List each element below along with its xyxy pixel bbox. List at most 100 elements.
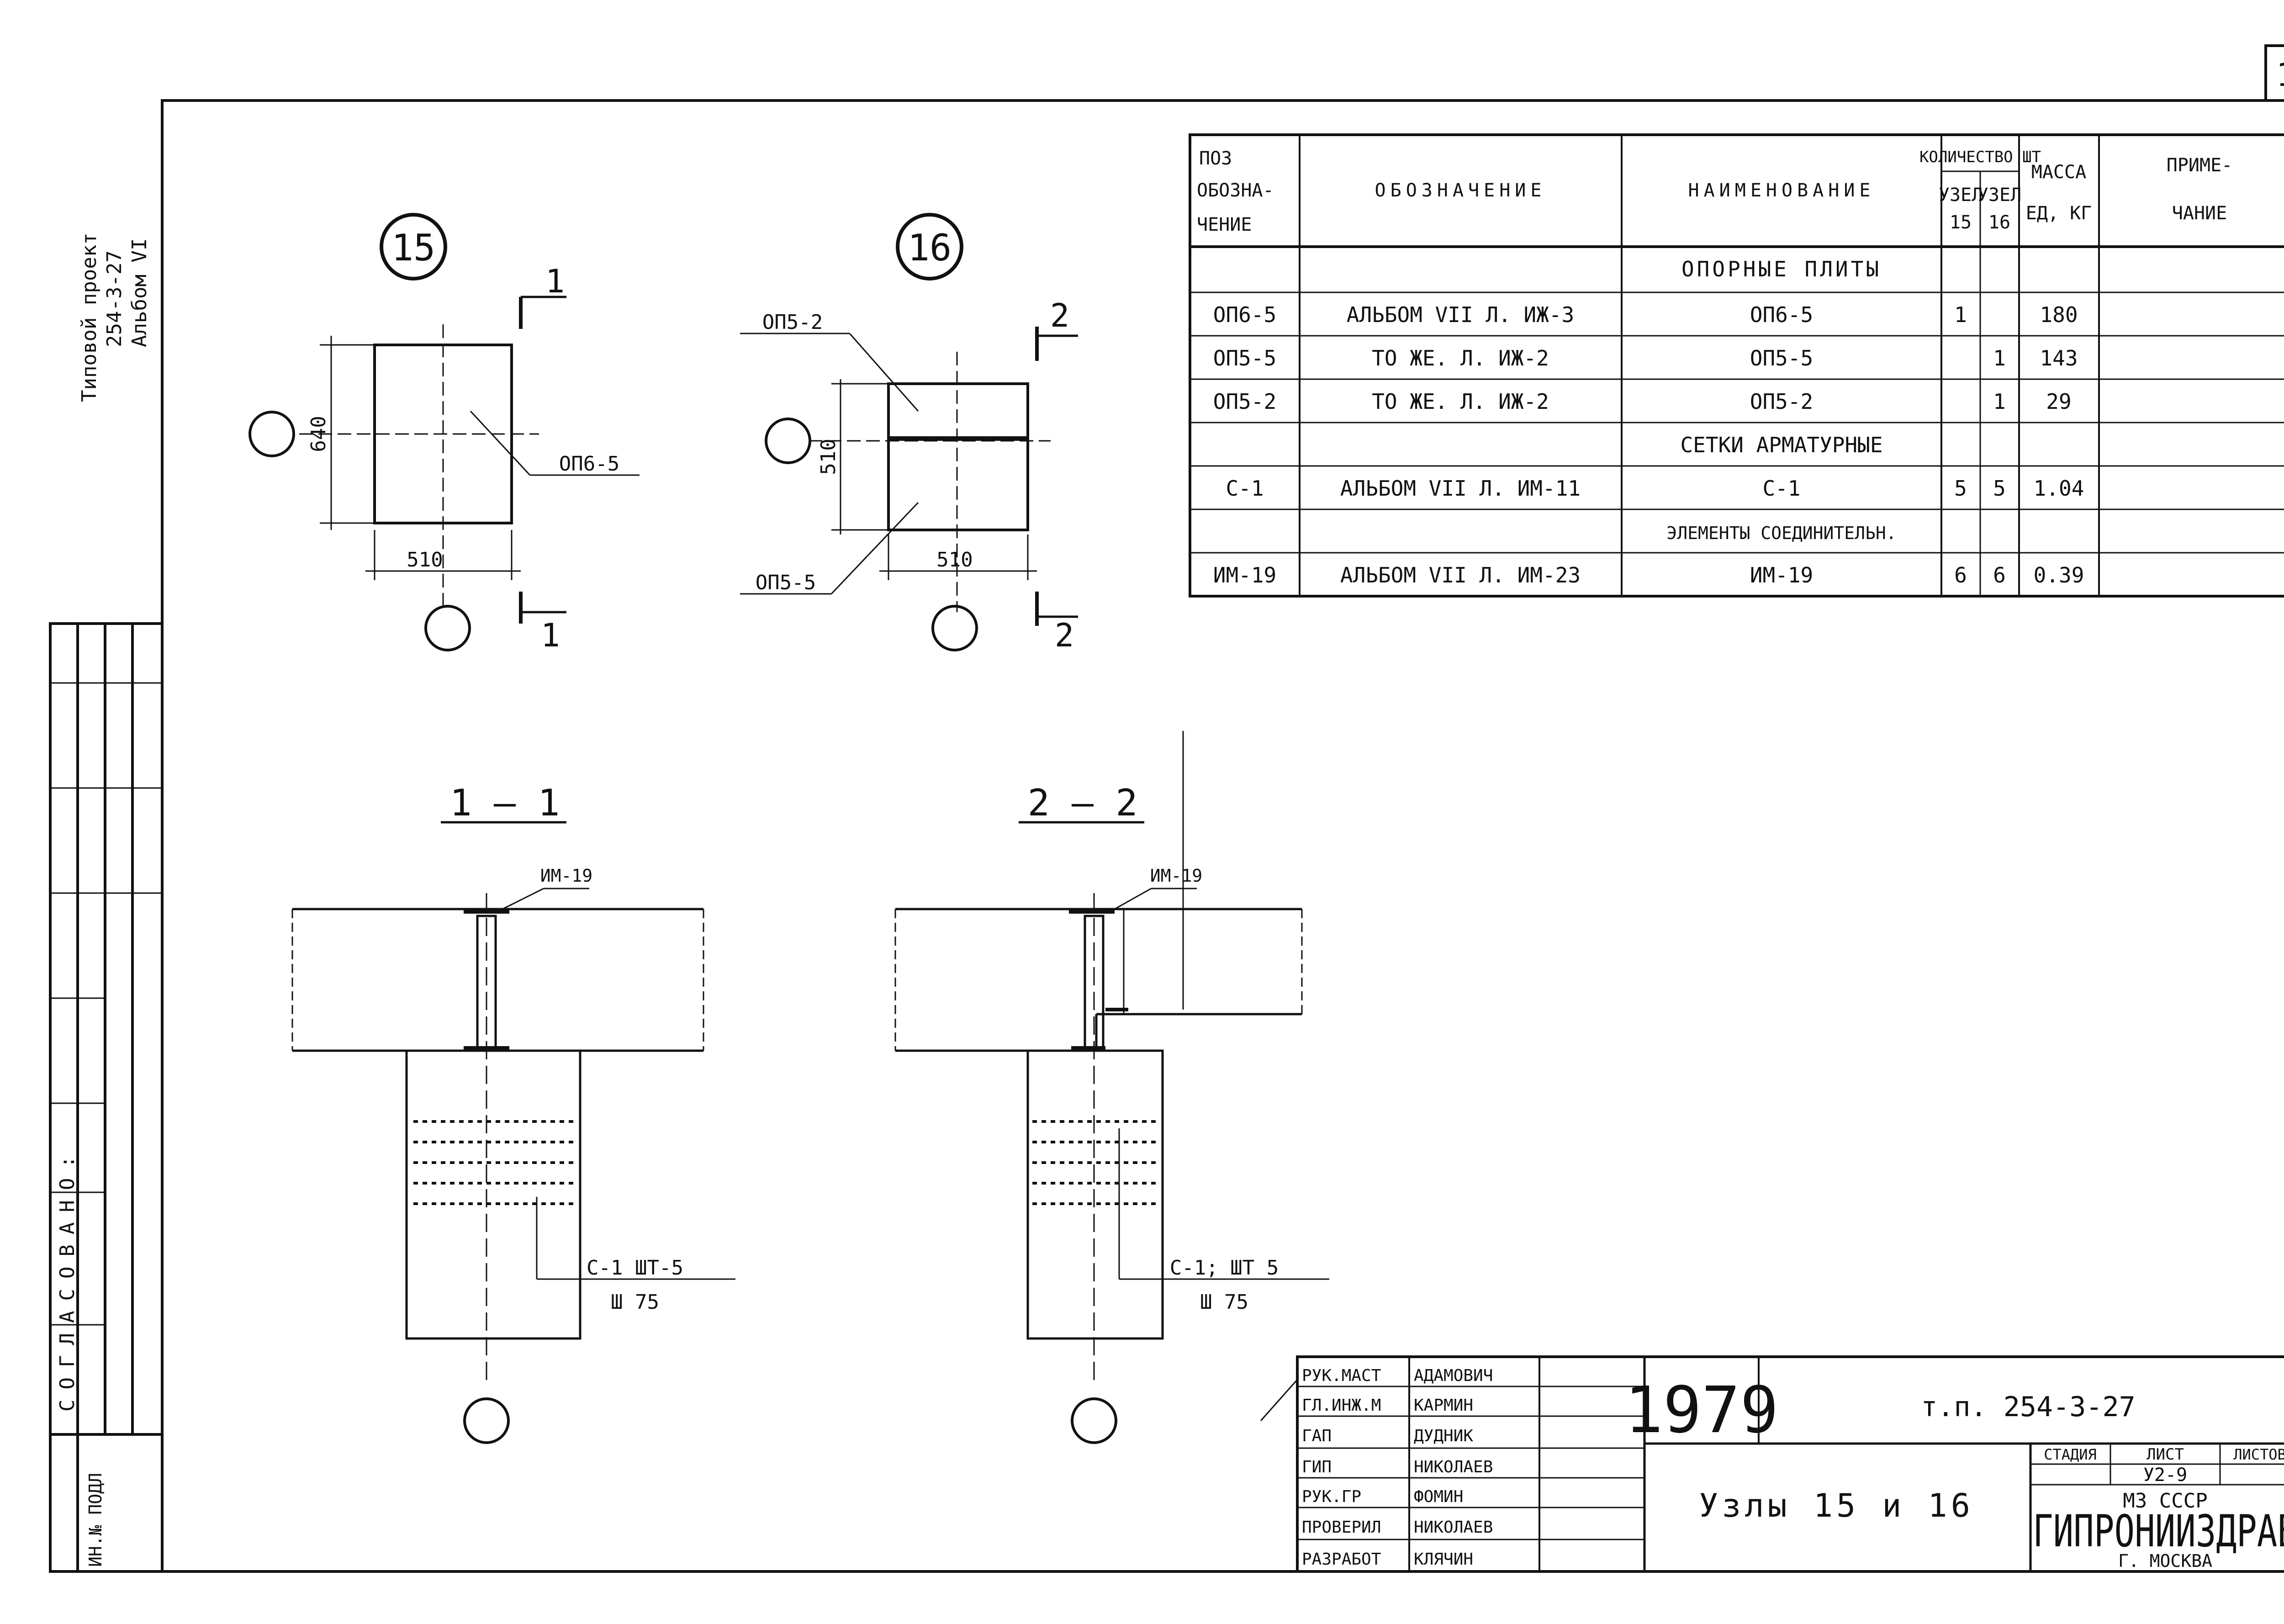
svg-text:0.39: 0.39 [2034, 563, 2084, 587]
connector-label: ИМ-19 [1150, 866, 1202, 886]
svg-text:29: 29 [2046, 389, 2071, 414]
mesh-spacing: Ш 75 [611, 1291, 659, 1314]
sheet-number: 13 [2276, 56, 2284, 94]
sheet-label: ЛИСТ [2147, 1445, 2184, 1464]
svg-text:1: 1 [1993, 389, 2006, 414]
section-2-2-labels: 2 — 2 ИМ-19 С-1; ШТ 5 Ш 75 [1028, 782, 1279, 1314]
table-row: С-1 [1226, 476, 1264, 501]
svg-text:ГИП: ГИП [1302, 1458, 1332, 1476]
cut-mark-top: 1 [545, 263, 565, 300]
table-row: ОП5-2 [1213, 389, 1276, 414]
svg-text:ТО ЖЕ. Л. ИЖ-2: ТО ЖЕ. Л. ИЖ-2 [1372, 346, 1549, 370]
svg-text:АЛЬБОМ VII Л. ИМ-23: АЛЬБОМ VII Л. ИМ-23 [1340, 563, 1581, 587]
city: Г. МОСКВА [2118, 1551, 2212, 1571]
svg-text:ИМ-19: ИМ-19 [1750, 563, 1813, 587]
plan-16-labels: 16 ОП5-2 ОП5-5 510 510 2 2 [756, 227, 1074, 654]
dim-height: 640 [307, 416, 330, 452]
dim-height: 510 [817, 439, 840, 475]
svg-text:АЛЬБОМ VII Л. ИМ-11: АЛЬБОМ VII Л. ИМ-11 [1340, 476, 1581, 501]
svg-text:РУК.ГР: РУК.ГР [1302, 1487, 1361, 1506]
svg-text:КЛЯЧИН: КЛЯЧИН [1414, 1550, 1473, 1569]
svg-text:16: 16 [1988, 212, 2010, 233]
axis-bubble-bottom [424, 605, 471, 651]
svg-text:ДУДНИК: ДУДНИК [1414, 1427, 1473, 1445]
svg-text:1.04: 1.04 [2034, 476, 2084, 501]
cut-mark-bottom: 2 [1055, 617, 1074, 654]
svg-text:1: 1 [1954, 302, 1967, 327]
axis-bubble-bottom [931, 605, 978, 651]
section-2-2 [894, 731, 1329, 1444]
table-row: СЕТКИ АРМАТУРНЫЕ [1680, 433, 1882, 457]
spec-table-header: ПОЗ ОБОЗНА- ЧЕНИЕ ОБОЗНАЧЕНИЕ НАИМЕНОВАН… [1197, 148, 2232, 235]
stage-label: СТАДИЯ [2044, 1446, 2097, 1463]
margin-note: Типовой проект 254-3-27 Альбом VI [78, 233, 151, 402]
svg-text:НАИМЕНОВАНИЕ: НАИМЕНОВАНИЕ [1688, 180, 1875, 201]
title-block-staff: РУК.МАСТ АДАМОВИЧ ГЛ.ИНЖ.М КАРМИН ГАП ДУ… [1302, 1366, 1493, 1569]
svg-text:УЗЕЛ: УЗЕЛ [1977, 185, 2021, 206]
svg-text:ОП5-2: ОП5-2 [1750, 389, 1813, 414]
section-1-1 [291, 821, 735, 1444]
spec-table-body: ОПОРНЫЕ ПЛИТЫ ОП6-5 АЛЬБОМ VII Л. ИЖ-3 О… [1213, 257, 2084, 587]
dim-width: 510 [936, 548, 973, 571]
cut-mark-top: 2 [1050, 297, 1069, 334]
node-15-bubble [380, 213, 447, 280]
year: 1979 [1624, 1373, 1778, 1448]
project-code: т.п. 254-3-27 [1921, 1391, 2136, 1423]
svg-text:5: 5 [1993, 476, 2006, 501]
svg-text:ФОМИН: ФОМИН [1414, 1487, 1463, 1506]
node-16-number: 16 [908, 227, 952, 269]
svg-text:15: 15 [1950, 212, 1972, 233]
svg-text:УЗЕЛ: УЗЕЛ [1939, 185, 1983, 206]
svg-text:5: 5 [1954, 476, 1967, 501]
svg-text:ТО ЖЕ. Л. ИЖ-2: ТО ЖЕ. Л. ИЖ-2 [1372, 389, 1549, 414]
node-15-number: 15 [391, 227, 435, 269]
plate-label: ОП6-5 [559, 452, 619, 476]
mesh-spacing: Ш 75 [1200, 1291, 1248, 1314]
sheet-value: У2-9 [2143, 1465, 2187, 1486]
connector-label: ИМ-19 [540, 866, 592, 886]
table-row: ЭЛЕМЕНТЫ СОЕДИНИТЕЛЬН. [1666, 523, 1896, 543]
svg-text:ПРОВЕРИЛ: ПРОВЕРИЛ [1302, 1518, 1381, 1537]
svg-text:ЧАНИЕ: ЧАНИЕ [2172, 203, 2227, 224]
svg-text:ЕД, КГ: ЕД, КГ [2026, 203, 2092, 224]
table-row: ОПОРНЫЕ ПЛИТЫ [1681, 257, 1882, 281]
plate-op5-5 [887, 437, 1029, 531]
section-1-1-labels: 1 — 1 ИМ-19 С-1 ШТ-5 Ш 75 [450, 782, 683, 1314]
svg-text:143: 143 [2040, 346, 2078, 370]
svg-text:6: 6 [1954, 563, 1967, 587]
table-row: ОП6-5 [1213, 302, 1276, 327]
mesh-label: С-1; ШТ 5 [1170, 1256, 1279, 1280]
svg-text:КОЛИЧЕСТВО ШТ: КОЛИЧЕСТВО ШТ [1919, 148, 2041, 166]
organization: ГИПРОНИИЗДРАВ [2033, 1506, 2284, 1557]
agreed-label: СОГЛАСОВАНО: [56, 1146, 79, 1412]
svg-text:МАССА: МАССА [2031, 162, 2086, 183]
svg-text:НИКОЛАЕВ: НИКОЛАЕВ [1414, 1458, 1493, 1476]
node-16-bubble [896, 213, 963, 280]
sheets-label: ЛИСТОВ [2233, 1446, 2284, 1463]
plate-op5-2 [887, 382, 1029, 440]
axis-bubble-left [248, 411, 295, 457]
svg-text:ОБОЗНАЧЕНИЕ: ОБОЗНАЧЕНИЕ [1375, 180, 1546, 201]
plan-15-labels: 15 ОП6-5 640 510 1 1 [307, 227, 619, 654]
table-row: ИМ-19 [1213, 563, 1276, 587]
svg-text:Альбом VI: Альбом VI [128, 238, 151, 347]
svg-text:ОБОЗНА-: ОБОЗНА- [1197, 180, 1274, 201]
dim-width: 510 [407, 548, 443, 571]
sheet-title: Узлы 15 и 16 [1699, 1487, 1974, 1524]
svg-text:КАРМИН: КАРМИН [1414, 1396, 1473, 1415]
mesh-label: С-1 ШТ-5 [587, 1256, 683, 1280]
svg-text:АЛЬБОМ VII Л. ИЖ-3: АЛЬБОМ VII Л. ИЖ-3 [1347, 302, 1575, 327]
section-title: 1 — 1 [450, 782, 560, 824]
plate-top-label: ОП5-2 [762, 311, 823, 334]
plate-bottom-label: ОП5-5 [756, 571, 816, 594]
svg-text:ОП6-5: ОП6-5 [1750, 302, 1813, 327]
svg-text:С-1: С-1 [1762, 476, 1800, 501]
plan-node-15 [248, 213, 640, 651]
svg-text:АДАМОВИЧ: АДАМОВИЧ [1414, 1366, 1493, 1385]
svg-text:6: 6 [1993, 563, 2006, 587]
svg-text:1: 1 [1993, 346, 2006, 370]
section-title: 2 — 2 [1028, 782, 1138, 824]
svg-text:ЧЕНИЕ: ЧЕНИЕ [1197, 214, 1252, 235]
spec-table-grid [1189, 133, 2284, 598]
